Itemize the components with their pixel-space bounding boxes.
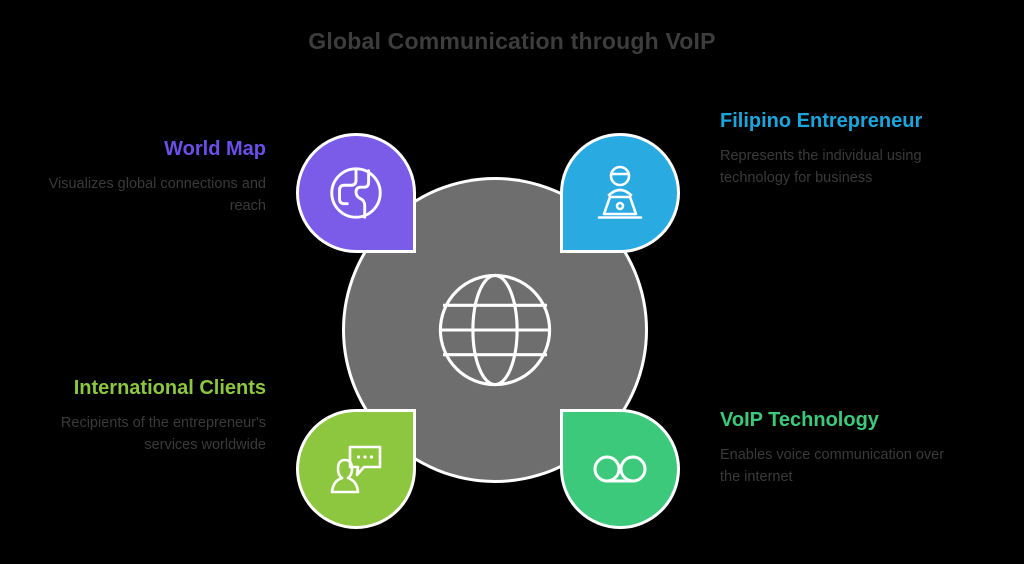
node-description-filipino-entrepreneur: Represents the individual using technolo… — [720, 147, 922, 186]
badge-filipino-entrepreneur[interactable] — [560, 133, 680, 253]
node-description-world-map: Visualizes global connections and reach — [48, 175, 266, 214]
badge-international-clients[interactable] — [296, 409, 416, 529]
node-text-international-clients: International Clients Recipients of the … — [40, 375, 266, 456]
node-heading-international-clients: International Clients — [73, 377, 266, 399]
page-title: Global Communication through VoIP — [308, 28, 716, 54]
badge-voip-technology[interactable] — [560, 409, 680, 529]
node-description-voip-technology: Enables voice communication over the int… — [720, 446, 945, 485]
voicemail-icon — [593, 455, 647, 483]
node-description-international-clients: Recipients of the entrepreneur's service… — [60, 414, 266, 453]
badge-world-map[interactable] — [296, 133, 416, 253]
node-text-world-map: World Map Visualizes global connections … — [40, 136, 266, 217]
person-at-laptop-icon — [597, 165, 643, 219]
node-heading-world-map: World Map — [164, 138, 266, 160]
globe-icon — [330, 167, 382, 219]
node-heading-filipino-entrepreneur: Filipino Entrepreneur — [720, 110, 923, 132]
globe-wireframe-icon — [438, 273, 552, 387]
person-speech-bubble-icon — [330, 445, 382, 494]
node-text-voip-technology: VoIP Technology Enables voice communicat… — [720, 407, 952, 488]
node-heading-voip-technology: VoIP Technology — [720, 409, 879, 431]
node-text-filipino-entrepreneur: Filipino Entrepreneur Represents the ind… — [720, 108, 952, 189]
